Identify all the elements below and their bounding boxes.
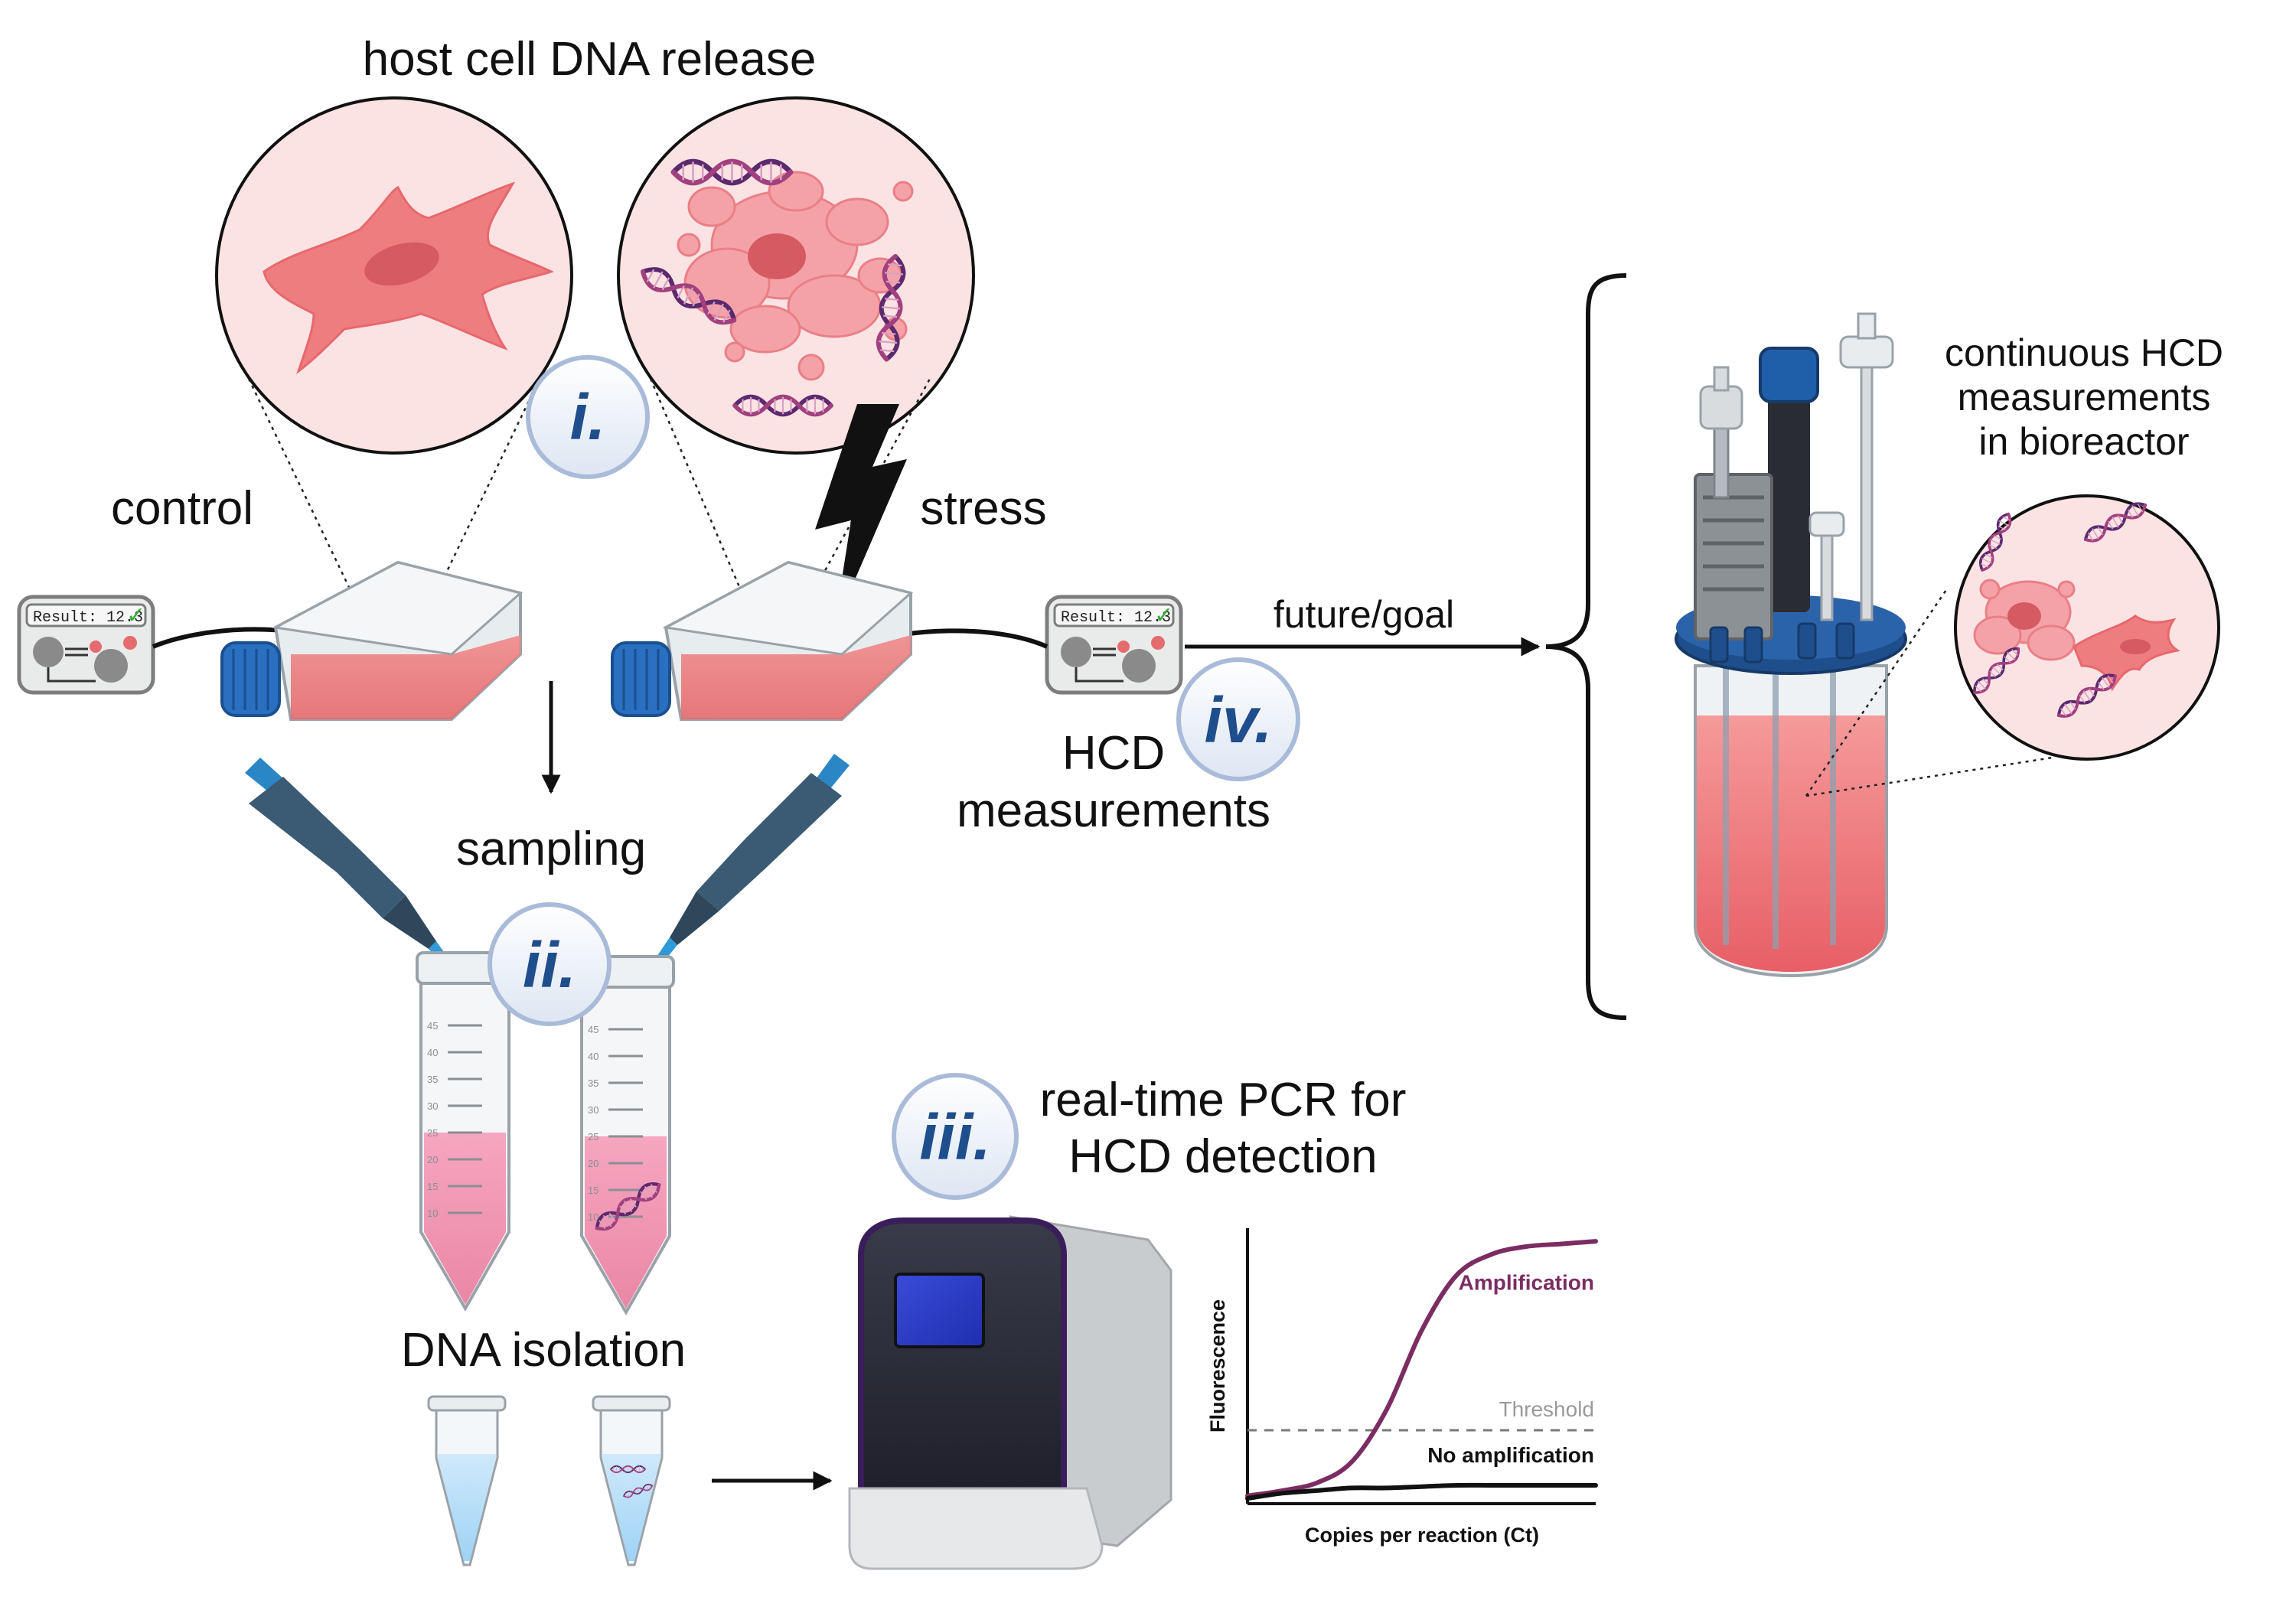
control-culture-flask <box>220 560 523 721</box>
step-i-badge: i. <box>526 355 650 479</box>
flask-cap <box>220 641 281 717</box>
continuous-hcd-label-1: continuous HCD <box>1945 331 2223 374</box>
bioreactor-sensor-block <box>1694 473 1773 641</box>
svg-text:35: 35 <box>427 1074 438 1085</box>
series-line-amplification <box>1245 1239 1598 1498</box>
hcd-sensor-device-right: Result: 12.3 ✓ <box>1045 595 1183 695</box>
pcr-title-line2: HCD detection <box>1068 1130 1377 1183</box>
lightning-bolt-icon <box>815 404 907 627</box>
bioreactor-magnified-view <box>1805 494 2220 797</box>
svg-text:30: 30 <box>427 1100 438 1112</box>
check-icon: ✓ <box>126 602 145 629</box>
series-label-no-amplification: No amplification <box>1427 1443 1594 1467</box>
threshold-label: Threshold <box>1499 1397 1594 1421</box>
host-cell-dna-release-label: host cell DNA release <box>363 33 817 86</box>
pcr-amplification-chart: Amplification Threshold No amplification… <box>1206 1228 1598 1547</box>
flask-cap <box>611 641 671 717</box>
svg-text:45: 45 <box>427 1020 438 1032</box>
continuous-hcd-label-2: measurements <box>1958 376 2211 419</box>
hcd-sensor-device-left: Result: 12.3 ✓ <box>17 595 155 695</box>
svg-text:45: 45 <box>588 1024 598 1035</box>
series-line-no-amplification <box>1245 1482 1598 1501</box>
check-icon: ✓ <box>1154 602 1173 629</box>
chart-axes <box>1246 1228 1596 1505</box>
stressed-cell-magnified-view <box>617 96 975 455</box>
pcr-screen <box>894 1273 985 1348</box>
step-iv-badge: iv. <box>1176 657 1300 781</box>
series-label-amplification: Amplification <box>1459 1271 1594 1295</box>
pipette-right <box>651 754 850 970</box>
continuous-hcd-label-3: in bioreactor <box>1978 420 2189 463</box>
pipette-left <box>245 758 455 972</box>
conical-tube-stress: 45 40 35 30 25 20 15 10 <box>576 955 675 1316</box>
stress-culture-flask <box>611 560 914 721</box>
microtube-stress <box>592 1395 671 1566</box>
svg-text:Result: 12.3: Result: 12.3 <box>1061 609 1171 627</box>
svg-text:40: 40 <box>588 1051 598 1062</box>
bioreactor <box>1675 312 1907 978</box>
fragmented-nucleus <box>748 233 806 279</box>
step-iii-badge: iii. <box>892 1073 1019 1200</box>
curly-brace <box>1545 273 1627 1020</box>
tube-scale <box>608 1028 643 1218</box>
hcd-label: HCD <box>1062 727 1165 780</box>
dna-isolation-label: DNA isolation <box>401 1324 686 1377</box>
cell-nucleus <box>364 242 439 286</box>
stress-label: stress <box>920 482 1046 535</box>
svg-text:30: 30 <box>588 1104 598 1116</box>
tube-scale <box>448 1024 482 1214</box>
svg-text:ii.: ii. <box>523 929 576 1001</box>
svg-text:20: 20 <box>588 1158 598 1169</box>
control-cell-magnified-view <box>215 96 573 455</box>
pcr-machine <box>848 1215 1172 1570</box>
svg-text:Result: 12.3: Result: 12.3 <box>33 609 143 627</box>
svg-text:iv.: iv. <box>1205 684 1273 756</box>
svg-text:40: 40 <box>427 1047 438 1058</box>
svg-text:25: 25 <box>588 1131 598 1143</box>
pcr-title-line1: real-time PCR for <box>1040 1074 1407 1126</box>
hcd-measurements-label: measurements <box>957 784 1270 837</box>
svg-text:10: 10 <box>588 1211 598 1223</box>
svg-text:15: 15 <box>427 1181 438 1192</box>
step-ii-badge: ii. <box>488 902 612 1026</box>
svg-text:10: 10 <box>427 1208 438 1219</box>
svg-text:15: 15 <box>588 1185 598 1196</box>
svg-text:i.: i. <box>570 381 606 453</box>
microtube-control <box>427 1395 507 1566</box>
x-axis-label: Copies per reaction (Ct) <box>1305 1524 1539 1547</box>
svg-text:25: 25 <box>427 1127 438 1139</box>
y-axis-label: Fluorescence <box>1206 1299 1229 1433</box>
sampling-label: sampling <box>456 823 646 875</box>
svg-text:iii.: iii. <box>919 1101 990 1173</box>
bioreactor-motor <box>1768 360 1810 612</box>
svg-text:35: 35 <box>588 1077 598 1089</box>
conical-tube-control: 45 40 35 30 25 20 15 10 <box>416 951 514 1312</box>
control-label: control <box>111 482 253 535</box>
svg-text:20: 20 <box>427 1154 438 1165</box>
future-goal-label: future/goal <box>1274 593 1454 636</box>
